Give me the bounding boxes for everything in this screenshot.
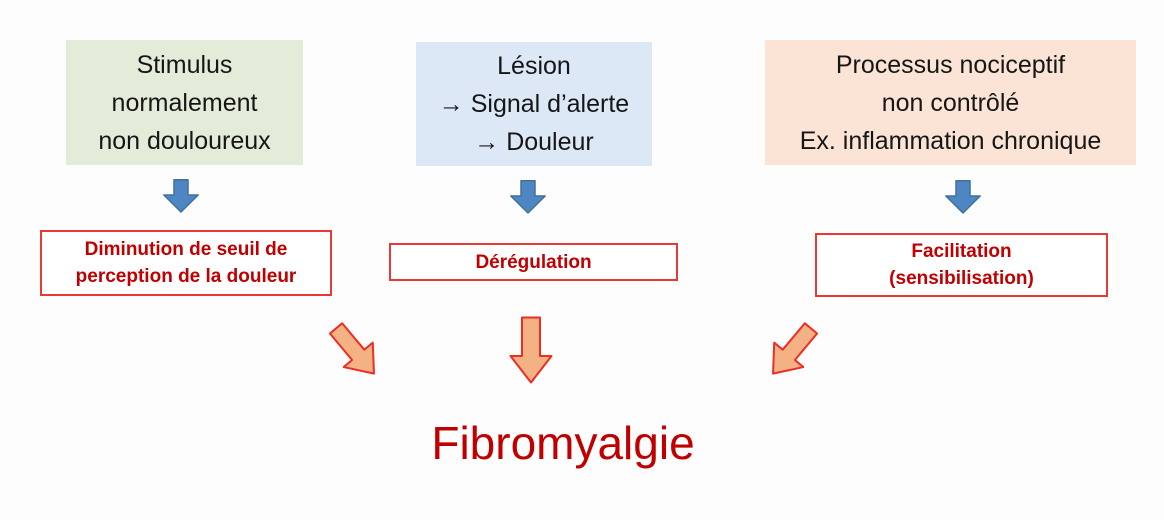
source-box-line: Stimulus	[136, 50, 233, 79]
down-left-arrow-icon	[772, 322, 819, 375]
mechanism-box-line: Dérégulation	[475, 251, 592, 273]
source-box-line: → Signal d’alerte	[438, 90, 630, 118]
mechanism-box-line: Facilitation	[911, 241, 1012, 262]
down-arrow-icon	[163, 179, 199, 213]
mechanism-box-deregulation: Dérégulation	[389, 243, 678, 281]
source-box-line: Lésion	[497, 52, 571, 80]
diagram-title: Fibromyalgie	[431, 417, 695, 469]
source-box-nociceptif: Processus nociceptif non contrôlé Ex. in…	[765, 40, 1136, 165]
source-box-line: Ex. inflammation chronique	[799, 126, 1102, 155]
down-arrow-icon	[945, 180, 981, 214]
source-box-line: non contrôlé	[881, 88, 1020, 117]
mechanism-box-facilitation: Facilitation (sensibilisation)	[815, 233, 1108, 297]
mechanism-box-line: Diminution de seuil de	[84, 239, 288, 260]
source-box-line: non douloureux	[98, 126, 271, 155]
mechanism-box-line: perception de la douleur	[75, 266, 297, 287]
down-arrow-icon	[510, 180, 546, 214]
down-arrow-icon	[509, 316, 553, 384]
source-box-line: Processus nociceptif	[835, 50, 1066, 79]
source-box-line: normalement	[111, 88, 258, 117]
down-right-arrow-icon	[328, 322, 375, 375]
mechanism-box-line: (sensibilisation)	[889, 268, 1034, 289]
source-box-line: → Douleur	[474, 128, 594, 156]
mechanism-box-seuil: Diminution de seuil de perception de la …	[40, 230, 332, 296]
source-box-lesion: Lésion → Signal d’alerte → Douleur	[416, 42, 652, 166]
source-box-stimulus: Stimulus normalement non douloureux	[66, 40, 303, 165]
